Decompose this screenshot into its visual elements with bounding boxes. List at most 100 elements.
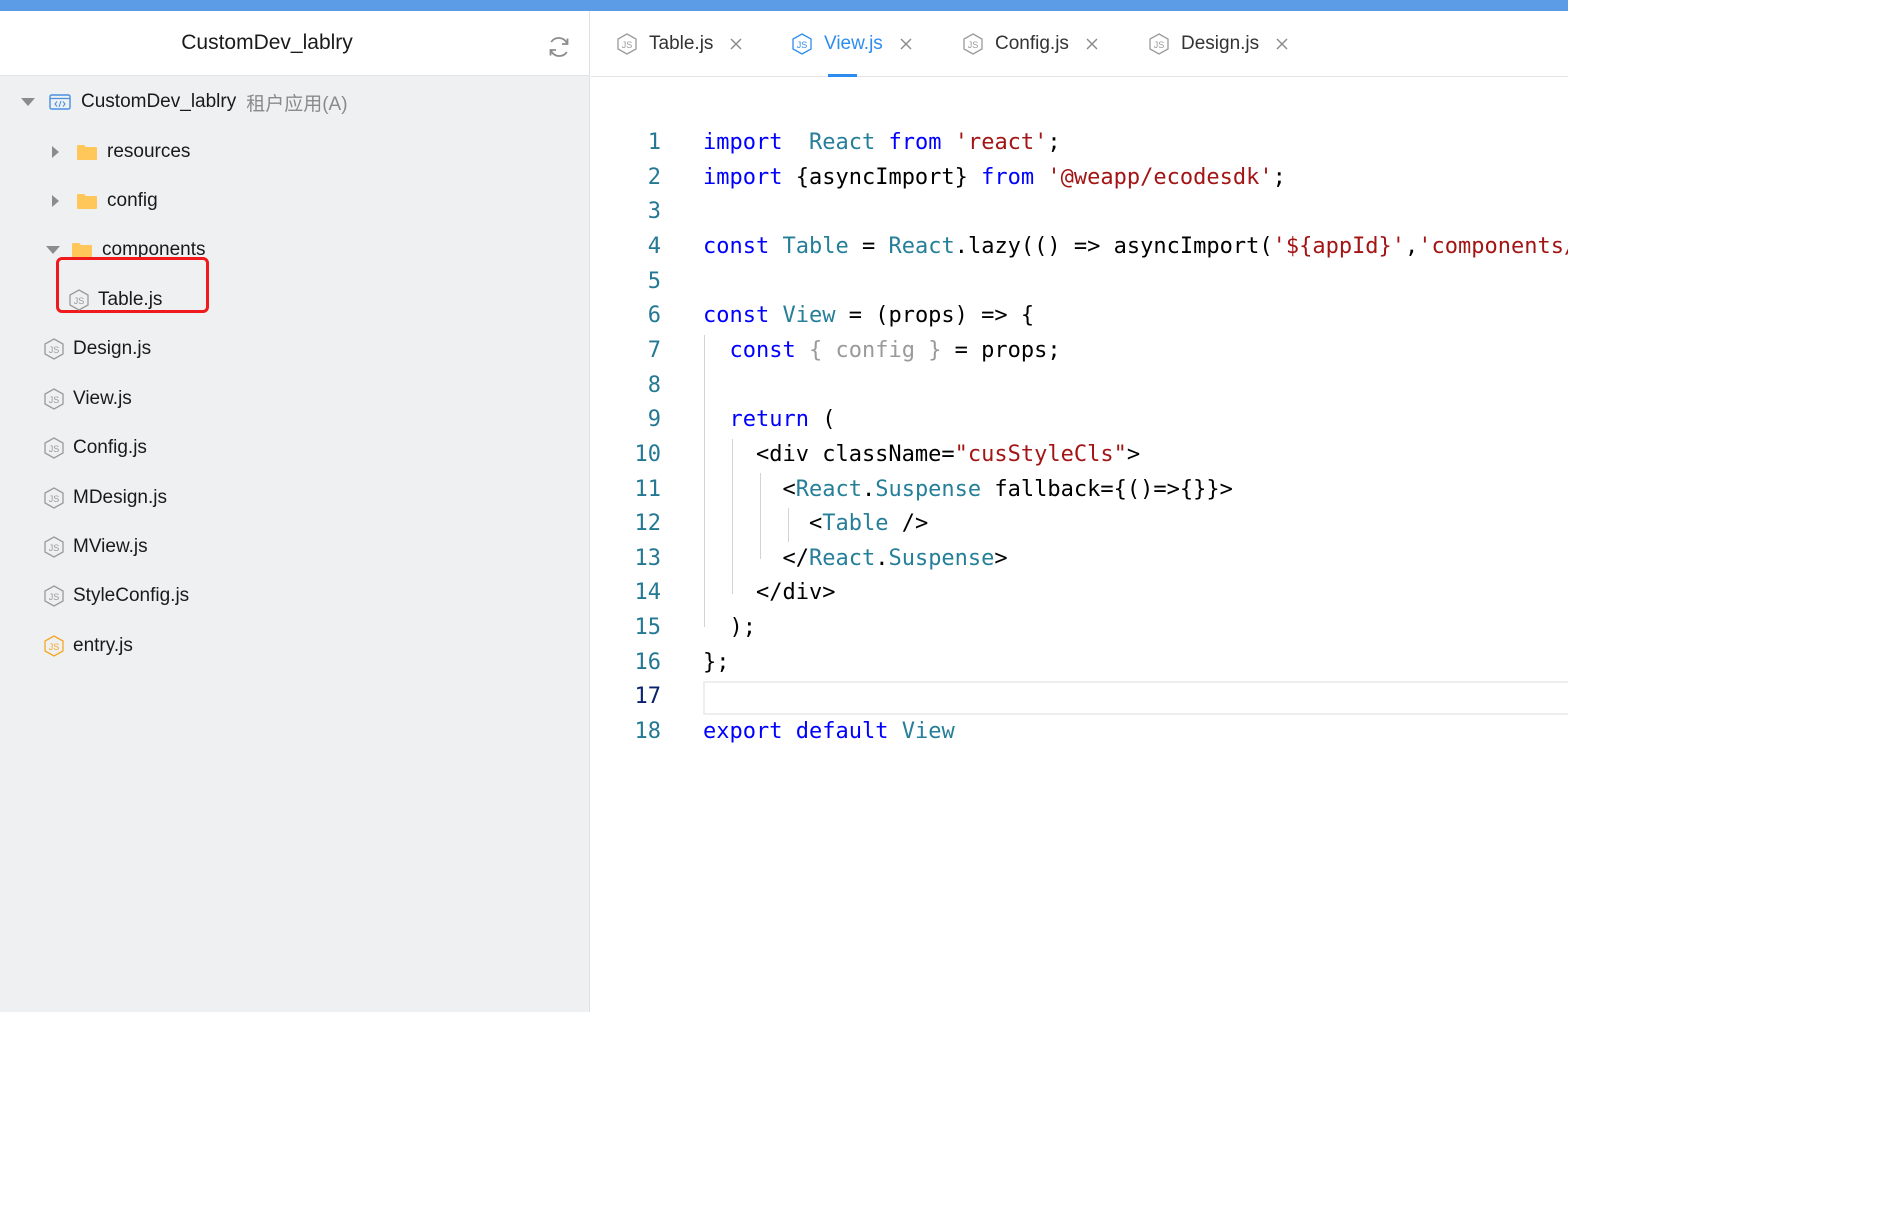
line-number: 2 [647, 164, 661, 190]
tree-root-project[interactable]: CustomDev_lablry 租户应用(A) [21, 87, 348, 117]
code-token: }; [703, 649, 730, 675]
code-token: const [703, 303, 770, 329]
tree-folder-resources[interactable]: resources [50, 137, 190, 167]
code-line[interactable]: 15 ); [591, 611, 1568, 645]
code-line[interactable]: 10 <div className="cusStyleCls"> [591, 438, 1568, 472]
code-line[interactable]: 12 <Table /> [591, 507, 1568, 541]
tab-design-js[interactable]: JS Design.js [1149, 11, 1289, 77]
js-file-icon: JS [44, 388, 64, 410]
file-label: View.js [73, 388, 132, 409]
code-token: default [795, 719, 889, 745]
folder-icon [77, 194, 97, 209]
code-token: React [795, 476, 862, 502]
line-number: 8 [647, 372, 661, 398]
file-label: Design.js [73, 338, 152, 359]
tab-label: Design.js [1181, 33, 1260, 54]
code-text: return ( [703, 403, 836, 437]
code-token: = [848, 233, 889, 259]
js-file-icon: JS [69, 289, 89, 311]
code-text: const Table = React.lazy(() => asyncImpo… [703, 230, 1568, 264]
code-token: ; [1272, 164, 1286, 190]
top-accent-bar [0, 0, 1568, 11]
close-icon[interactable] [729, 37, 743, 51]
tab-table-js[interactable]: JS Table.js [617, 11, 743, 77]
code-token: </div> [703, 580, 836, 606]
code-token: '${appId}' [1272, 233, 1406, 259]
js-file-icon: JS [44, 437, 64, 459]
code-token: <div className= [703, 441, 955, 467]
tab-view-js[interactable]: JS View.js [792, 11, 913, 77]
tree-file-table-js[interactable]: JS Table.js [69, 285, 162, 315]
line-number: 12 [634, 511, 662, 537]
code-token: > [1126, 441, 1141, 467]
file-label: MDesign.js [73, 487, 167, 508]
tree-file-design-js[interactable]: JS Design.js [44, 334, 151, 364]
file-label: Config.js [73, 437, 147, 458]
code-text: </div> [703, 576, 835, 610]
code-text: export default View [703, 715, 955, 749]
svg-text:JS: JS [1154, 40, 1165, 50]
code-token: return [729, 407, 809, 433]
line-number: 11 [634, 476, 662, 502]
code-line[interactable]: 11 <React.Suspense fallback={()=>{}}> [591, 473, 1568, 507]
code-editor[interactable]: 1 import React from 'react'; 2 import {asyn… [591, 77, 1568, 1012]
code-line[interactable]: 3 [591, 195, 1568, 229]
code-line[interactable]: 17 [591, 680, 1568, 714]
code-token: < [703, 511, 823, 537]
code-line[interactable]: 13 </React.Suspense> [591, 542, 1568, 576]
code-token [769, 303, 782, 328]
code-line[interactable]: 1 import React from 'react'; [591, 126, 1568, 160]
code-token [875, 130, 888, 155]
code-line[interactable]: 2 import {asyncImport} from '@weapp/ecode… [591, 161, 1568, 195]
chevron-right-icon[interactable] [52, 195, 59, 207]
code-line[interactable]: 14 </div> [591, 576, 1568, 610]
code-line[interactable]: 7 const { config } = props; [591, 334, 1568, 368]
code-line[interactable]: 16}; [591, 646, 1568, 680]
code-token: /> [888, 511, 929, 537]
tree-folder-components[interactable]: components [46, 235, 206, 265]
close-icon[interactable] [1085, 37, 1099, 51]
line-number: 15 [634, 615, 662, 641]
code-token: React [888, 233, 955, 259]
tree-file-entry-js[interactable]: JS entry.js [44, 631, 133, 661]
code-token: View [901, 719, 955, 745]
code-token: import [703, 164, 783, 190]
tree-file-mview-js[interactable]: JS MView.js [44, 532, 148, 562]
code-text: import React from 'react'; [703, 126, 1061, 160]
chevron-down-icon[interactable] [46, 246, 60, 254]
close-icon[interactable] [1275, 37, 1289, 51]
tab-config-js[interactable]: JS Config.js [963, 11, 1099, 77]
chevron-down-icon[interactable] [21, 98, 35, 106]
code-text: import {asyncImport} from '@weapp/ecodes… [703, 161, 1286, 195]
line-number: 17 [634, 684, 662, 710]
file-explorer-sidebar: CustomDev_lablry [0, 11, 590, 1012]
code-token: < [703, 476, 796, 502]
code-token: . [861, 476, 876, 502]
tree-file-config-js[interactable]: JS Config.js [44, 433, 147, 463]
folder-label: config [107, 190, 158, 211]
code-text: }; [703, 646, 730, 680]
line-number: 3 [647, 199, 661, 225]
code-line[interactable]: 9 return ( [591, 403, 1568, 437]
svg-text:JS: JS [49, 444, 60, 454]
line-number: 1 [647, 130, 661, 155]
close-icon[interactable] [899, 37, 913, 51]
current-line-highlight [703, 681, 1568, 715]
code-token: ; [1047, 130, 1061, 155]
code-line[interactable]: 5 [591, 265, 1568, 299]
file-label: MView.js [73, 536, 148, 557]
tree-file-styleconfig-js[interactable]: JS StyleConfig.js [44, 581, 189, 611]
tree-file-mdesign-js[interactable]: JS MDesign.js [44, 483, 167, 513]
folder-label: resources [107, 141, 191, 162]
code-line[interactable]: 8 [591, 369, 1568, 403]
code-text: ); [703, 611, 756, 645]
folder-icon [77, 145, 97, 160]
chevron-right-icon[interactable] [52, 146, 59, 158]
refresh-icon[interactable] [546, 34, 572, 60]
code-token: export [703, 719, 783, 745]
tree-folder-config[interactable]: config [50, 186, 158, 216]
tree-file-view-js[interactable]: JS View.js [44, 384, 132, 414]
